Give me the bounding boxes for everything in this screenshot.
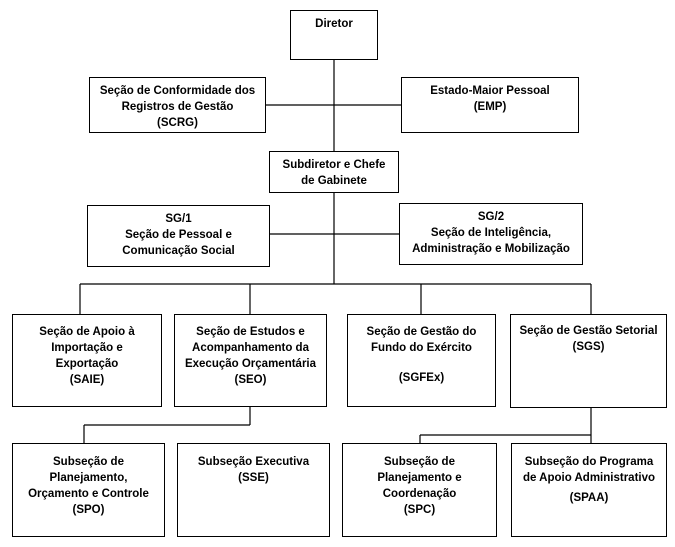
- box-sg2-line-3: Administração e Mobilização: [412, 243, 570, 255]
- box-sg2-line-1: SG/2: [477, 211, 505, 223]
- box-sg2: SG/2 Seção de Inteligência, Administraçã…: [399, 203, 583, 265]
- box-spc: Subseção de Planejamento e Coordenação (…: [342, 443, 497, 537]
- box-sgs: Seção de Gestão Setorial (SGS): [510, 314, 667, 408]
- box-scrg: Seção de Conformidade dos Registros de G…: [89, 77, 266, 133]
- box-saie: Seção de Apoio à Importação e Exportação…: [12, 314, 162, 407]
- box-saie-line-4: (SAIE): [69, 374, 105, 386]
- box-seo-line-1: Seção de Estudos e: [196, 326, 305, 338]
- box-sgfex-line-2: Fundo do Exército: [371, 342, 472, 354]
- box-sg2-line-2: Seção de Inteligência,: [430, 227, 552, 239]
- box-diretor-line-1: Diretor: [315, 18, 353, 30]
- box-sg1-line-2: Seção de Pessoal e: [125, 229, 232, 241]
- box-emp: Estado-Maior Pessoal (EMP): [401, 77, 579, 133]
- box-scrg-line-1: Seção de Conformidade dos: [99, 85, 256, 97]
- box-sgs-line-1: Seção de Gestão Setorial: [519, 325, 658, 337]
- box-scrg-line-2: Registros de Gestão: [121, 101, 234, 113]
- box-sgfex: Seção de Gestão do Fundo do Exército (SG…: [347, 314, 496, 407]
- box-sg1-line-1: SG/1: [165, 213, 192, 225]
- box-spo-line-3: Orçamento e Controle: [28, 488, 149, 500]
- box-subdiretor: Subdiretor e Chefe de Gabinete: [269, 151, 399, 193]
- box-spaa-line-2: de Apoio Administrativo: [522, 472, 656, 484]
- box-emp-line-2: (EMP): [473, 101, 507, 113]
- box-sgfex-line-1: Seção de Gestão do: [366, 326, 477, 338]
- box-spo-line-1: Subseção de: [53, 456, 124, 468]
- box-sse: Subseção Executiva (SSE): [177, 443, 330, 537]
- box-seo-line-3: Execução Orçamentária: [184, 358, 317, 370]
- box-sse-line-2: (SSE): [238, 472, 269, 484]
- box-subdiretor-line-1: Subdiretor e Chefe: [282, 159, 386, 171]
- box-spaa: Subseção do Programa de Apoio Administra…: [511, 443, 667, 537]
- box-scrg-line-3: (SCRG): [157, 117, 198, 129]
- box-sse-line-1: Subseção Executiva: [197, 456, 310, 468]
- box-spo-line-4: (SPO): [72, 504, 105, 516]
- box-spc-line-4: (SPC): [403, 504, 436, 516]
- box-sg1-line-3: Comunicação Social: [122, 245, 235, 257]
- box-saie-line-3: Exportação: [55, 358, 119, 370]
- box-spaa-line-1: Subseção do Programa: [524, 456, 654, 468]
- box-subdiretor-line-2: de Gabinete: [301, 175, 367, 187]
- box-emp-line-1: Estado-Maior Pessoal: [430, 85, 550, 97]
- box-seo: Seção de Estudos e Acompanhamento da Exe…: [174, 314, 327, 407]
- box-sg1: SG/1 Seção de Pessoal e Comunicação Soci…: [87, 205, 270, 267]
- box-saie-line-2: Importação e: [51, 342, 123, 354]
- box-sgfex-line-3: (SGFEx): [398, 372, 445, 384]
- box-saie-line-1: Seção de Apoio à: [39, 326, 135, 338]
- box-sgs-line-2: (SGS): [572, 341, 605, 353]
- box-spo-line-2: Planejamento,: [49, 472, 128, 484]
- box-diretor: Diretor: [290, 10, 378, 60]
- box-spc-line-3: Coordenação: [382, 488, 457, 500]
- box-seo-line-4: (SEO): [234, 374, 267, 386]
- box-spc-line-2: Planejamento e: [377, 472, 462, 484]
- box-spaa-line-3: (SPAA): [569, 492, 609, 504]
- box-spc-line-1: Subseção de: [384, 456, 455, 468]
- box-seo-line-2: Acompanhamento da: [192, 342, 309, 354]
- box-spo: Subseção de Planejamento, Orçamento e Co…: [12, 443, 165, 537]
